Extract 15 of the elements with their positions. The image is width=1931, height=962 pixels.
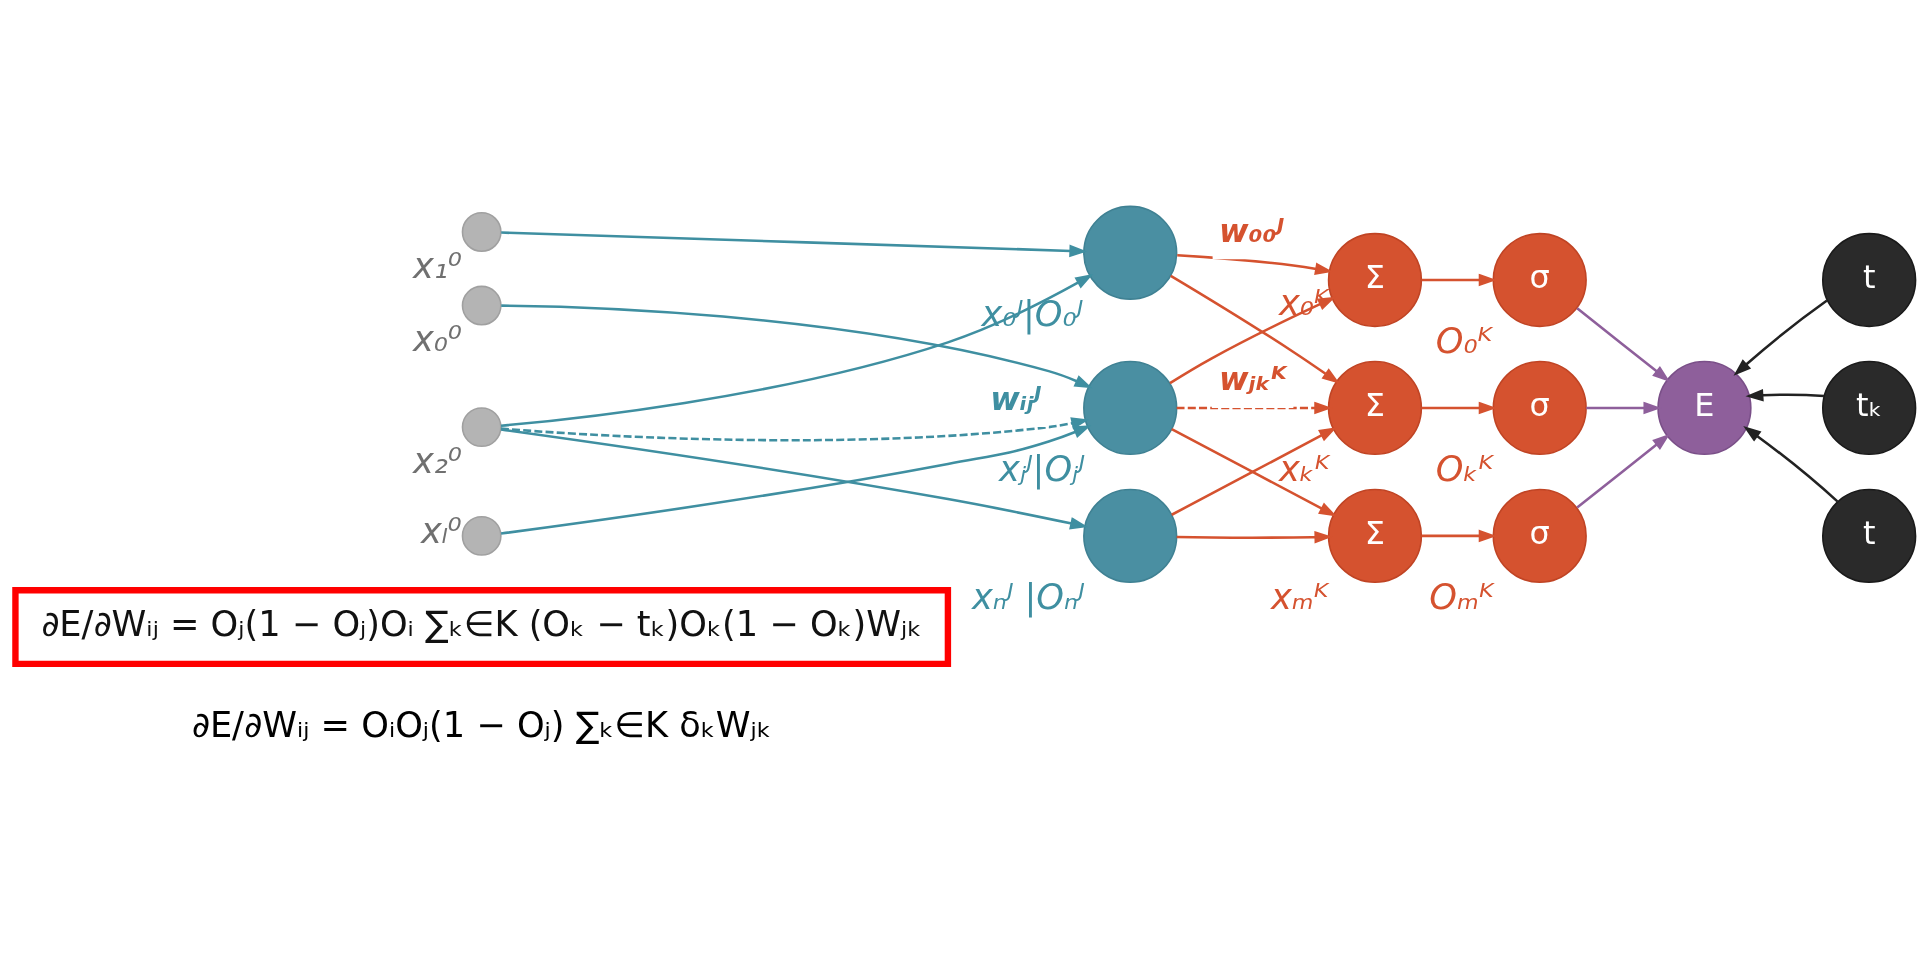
node-label: xₙᴶ |Oₙᴶ	[971, 575, 1085, 617]
node-label: x₁⁰	[412, 244, 462, 286]
node-label: xₗ⁰	[420, 509, 462, 551]
node-label: x₀⁰	[412, 317, 462, 359]
label: ∂E/∂Wᵢⱼ = OᵢOⱼ(1 − Oⱼ) ∑ₖ∈K δₖWⱼₖ	[191, 703, 772, 745]
node-label: x₂⁰	[412, 439, 462, 481]
edge-label: wᵢⱼᴶ	[990, 379, 1042, 418]
node-label: xⱼᴶ|Oⱼᴶ	[999, 447, 1085, 489]
node-label: xₖᴷ	[1278, 447, 1330, 489]
edge-label: wⱼₖᴷ	[1219, 359, 1287, 398]
node-label: O₀ᴷ	[1435, 319, 1493, 361]
edge-label: w₀₀ᴶ	[1219, 211, 1285, 250]
node-label: Oₖᴷ	[1435, 447, 1493, 489]
node-label: Oₘᴷ	[1429, 575, 1494, 617]
node-label: xₘᴷ	[1270, 575, 1329, 617]
